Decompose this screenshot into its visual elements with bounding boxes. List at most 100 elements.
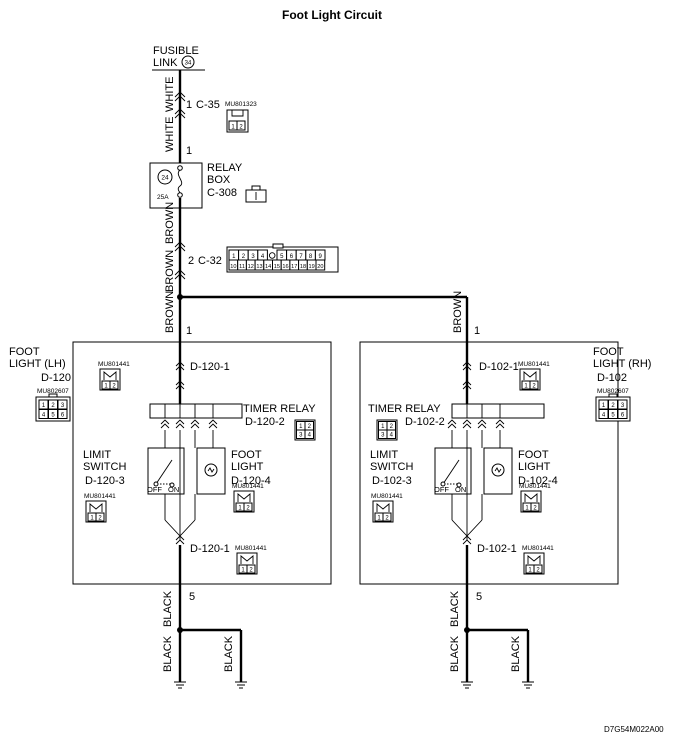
lh-connector-pin: 2 bbox=[51, 403, 55, 409]
rh-in-connector-pin-box bbox=[529, 380, 539, 390]
wire-brown-2: BROWN bbox=[164, 250, 176, 292]
relay-box: 1 24 25A RELAY BOX C-308 bbox=[149, 145, 267, 209]
rh-light-conn: D-102-4 bbox=[518, 475, 558, 487]
relay-box-line1: RELAY bbox=[207, 162, 243, 174]
rh-out-connector-key bbox=[527, 555, 541, 564]
lh-timer-chevron bbox=[175, 419, 185, 429]
c32-spare-cavity bbox=[268, 252, 276, 259]
rh-connector-key bbox=[608, 393, 618, 398]
lh-timer-relay-conn: D-120-2 bbox=[245, 416, 285, 428]
lh-in-connector-pin-1: 1 bbox=[104, 384, 108, 390]
rh-out-label: D-102-1 bbox=[477, 543, 517, 555]
lh-out-connector-pin-2: 2 bbox=[249, 568, 253, 574]
c35-label: C-35 bbox=[196, 99, 220, 111]
lh-limit-switch-box bbox=[147, 447, 185, 495]
rh-wire-black-3: BLACK bbox=[510, 635, 522, 672]
lh-switch-arm bbox=[155, 459, 173, 485]
rh-light-connector-pin-box bbox=[530, 502, 540, 512]
rh-timer-pin: 4 bbox=[390, 433, 394, 439]
fusible-link-line2: LINK bbox=[153, 57, 178, 69]
rh-wire-black-2: BLACK bbox=[449, 635, 461, 672]
lh-light-conn: D-120-4 bbox=[231, 475, 271, 487]
rh-ground-icon bbox=[461, 681, 473, 689]
c32-pin: 5 bbox=[280, 254, 284, 260]
lh-out-connector-key bbox=[240, 555, 254, 564]
rh-timer-relay-conn: D-102-2 bbox=[405, 416, 445, 428]
lh-timer-chevron bbox=[190, 419, 200, 429]
connector-c35: 1 C-35 MU801323 1 2 bbox=[186, 99, 257, 133]
rh-wire-black-1: BLACK bbox=[449, 590, 461, 627]
rh-timer-chevron bbox=[447, 419, 457, 429]
rh-panel-outline bbox=[359, 341, 619, 585]
rh-in-connector-part: MU801441 bbox=[518, 361, 550, 368]
lh-bulb-filament bbox=[207, 467, 215, 473]
lh-connector-key bbox=[48, 393, 58, 398]
lh-switch-on: ON bbox=[168, 485, 179, 494]
lh-timer-pin: 2 bbox=[308, 424, 312, 430]
rh-in-connector-pin-1: 1 bbox=[524, 384, 528, 390]
c32-pin: 19 bbox=[309, 264, 315, 270]
c32-pin: 8 bbox=[309, 254, 313, 260]
rh-connector-pin: 1 bbox=[602, 403, 606, 409]
rh-limit-line1: LIMIT bbox=[370, 449, 398, 461]
lh-timer-pin: 3 bbox=[299, 433, 303, 439]
lh-connector-pin: 3 bbox=[61, 403, 65, 409]
rh-label-line1: FOOT bbox=[593, 346, 624, 358]
lh-light-line2: LIGHT bbox=[231, 461, 264, 473]
lh-wire-black-3: BLACK bbox=[223, 635, 235, 672]
c35-chevron-lower bbox=[174, 108, 186, 119]
rh-connector-pin: 4 bbox=[602, 413, 606, 419]
wire-white-2: WHITE bbox=[164, 117, 176, 152]
rh-switch-contact bbox=[456, 482, 462, 488]
rh-light-connector-key bbox=[524, 493, 538, 502]
lh-connector-part: MU802607 bbox=[37, 388, 69, 395]
lh-timer-pin: 4 bbox=[308, 433, 312, 439]
lh-in-connector-pin-2: 2 bbox=[112, 384, 116, 390]
relay-box-outline bbox=[149, 162, 203, 209]
lh-out-connector-part: MU801441 bbox=[235, 545, 267, 552]
fusible-link-number: 34 bbox=[185, 61, 192, 67]
c32-pin: 11 bbox=[239, 264, 245, 270]
c32-pin: 10 bbox=[230, 264, 236, 270]
c35-pin: 1 bbox=[186, 99, 192, 111]
c308-key bbox=[251, 185, 261, 191]
rh-pin-out: 5 bbox=[476, 591, 482, 603]
c35-pin2: 2 bbox=[239, 125, 243, 131]
lh-limit-connector-pin-2: 2 bbox=[98, 516, 102, 522]
relay-box-line2: BOX bbox=[207, 174, 231, 186]
rh-bulb-filament bbox=[494, 467, 502, 473]
lh-limit-line1: LIMIT bbox=[83, 449, 111, 461]
c35-chevron bbox=[174, 91, 186, 102]
lh-connector-pin: 6 bbox=[61, 413, 65, 419]
rh-connector-part: MU802607 bbox=[597, 388, 629, 395]
c32-chevron-lower bbox=[174, 269, 186, 280]
lh-light-connector-pin-box bbox=[243, 502, 253, 512]
foot-light-lh-label: FOOT LIGHT (LH) D-120 MU802607 bbox=[9, 346, 71, 395]
rh-limit-line2: SWITCH bbox=[370, 461, 413, 473]
rh-out-chevron bbox=[462, 535, 472, 545]
c32-pin: 2 bbox=[188, 255, 194, 267]
lh-connector-pin: 4 bbox=[42, 413, 46, 419]
c35-pin1: 1 bbox=[231, 125, 235, 131]
lh-connector-pin: 5 bbox=[51, 413, 55, 419]
rh-pin-in: 1 bbox=[474, 325, 480, 337]
fuse-number: 24 bbox=[161, 175, 169, 182]
fusible-link: FUSIBLE LINK 34 bbox=[152, 45, 205, 71]
rh-light-line2: LIGHT bbox=[518, 461, 551, 473]
foot-light-rh-label: FOOT LIGHT (RH) D-102 MU802607 bbox=[593, 346, 651, 395]
rh-timer-pin: 3 bbox=[381, 433, 385, 439]
c32-key bbox=[272, 243, 284, 249]
rh-limit-conn: D-102-3 bbox=[372, 475, 412, 487]
rh-label-line2: LIGHT (RH) bbox=[593, 358, 651, 370]
lh-wire-black-1: BLACK bbox=[162, 590, 174, 627]
fuse-terminal-top bbox=[177, 165, 183, 171]
c32-label: C-32 bbox=[198, 255, 222, 267]
c32-chevron bbox=[174, 241, 186, 252]
lh-light-connector-key bbox=[237, 493, 251, 502]
rh-out-connector-part: MU801441 bbox=[522, 545, 554, 552]
rh-bulb-icon bbox=[491, 463, 505, 477]
rh-limit-connector-key bbox=[376, 503, 390, 512]
lh-limit-connector-key bbox=[89, 503, 103, 512]
